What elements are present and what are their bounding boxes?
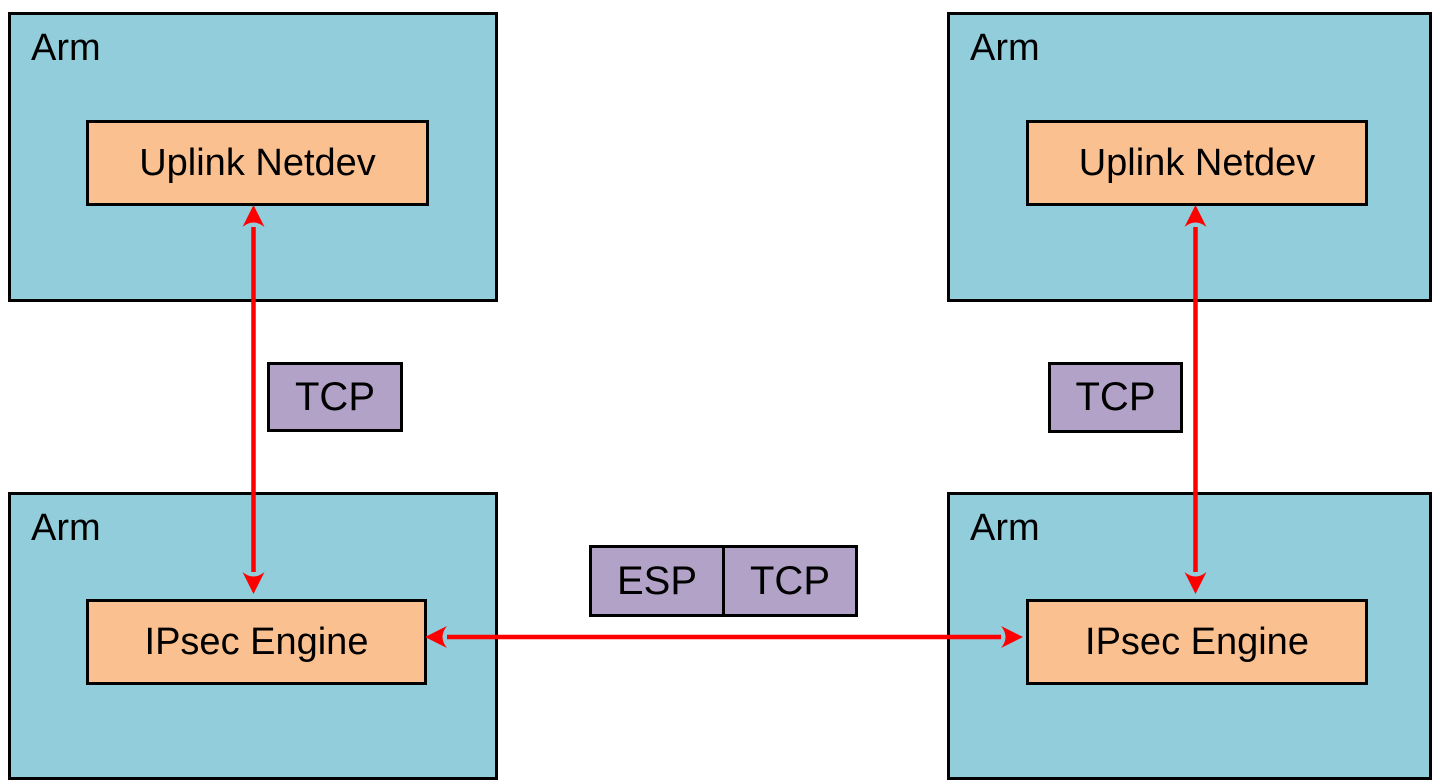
esp-protocol-label: ESP [589, 545, 725, 617]
ipsec-engine-box-left: IPsec Engine [86, 599, 427, 685]
arm-node-label: Arm [970, 27, 1040, 69]
arm-node-top-left: Arm Uplink Netdev [8, 12, 498, 302]
arm-node-bottom-right: Arm IPsec Engine [947, 492, 1432, 780]
tcp-protocol-label-right: TCP [1048, 362, 1183, 433]
arm-node-label: Arm [31, 27, 101, 69]
arm-node-label: Arm [31, 507, 101, 549]
ipsec-engine-box-right: IPsec Engine [1026, 599, 1368, 685]
arm-node-top-right: Arm Uplink Netdev [947, 12, 1432, 302]
uplink-netdev-box-left: Uplink Netdev [86, 120, 429, 206]
esp-tcp-protocol-pair: ESP TCP [589, 545, 858, 617]
arm-node-label: Arm [970, 507, 1040, 549]
uplink-netdev-box-right: Uplink Netdev [1026, 120, 1368, 206]
tcp-protocol-label-left: TCP [267, 362, 403, 432]
arm-node-bottom-left: Arm IPsec Engine [8, 492, 498, 780]
tcp-protocol-label-horizontal: TCP [722, 545, 858, 617]
